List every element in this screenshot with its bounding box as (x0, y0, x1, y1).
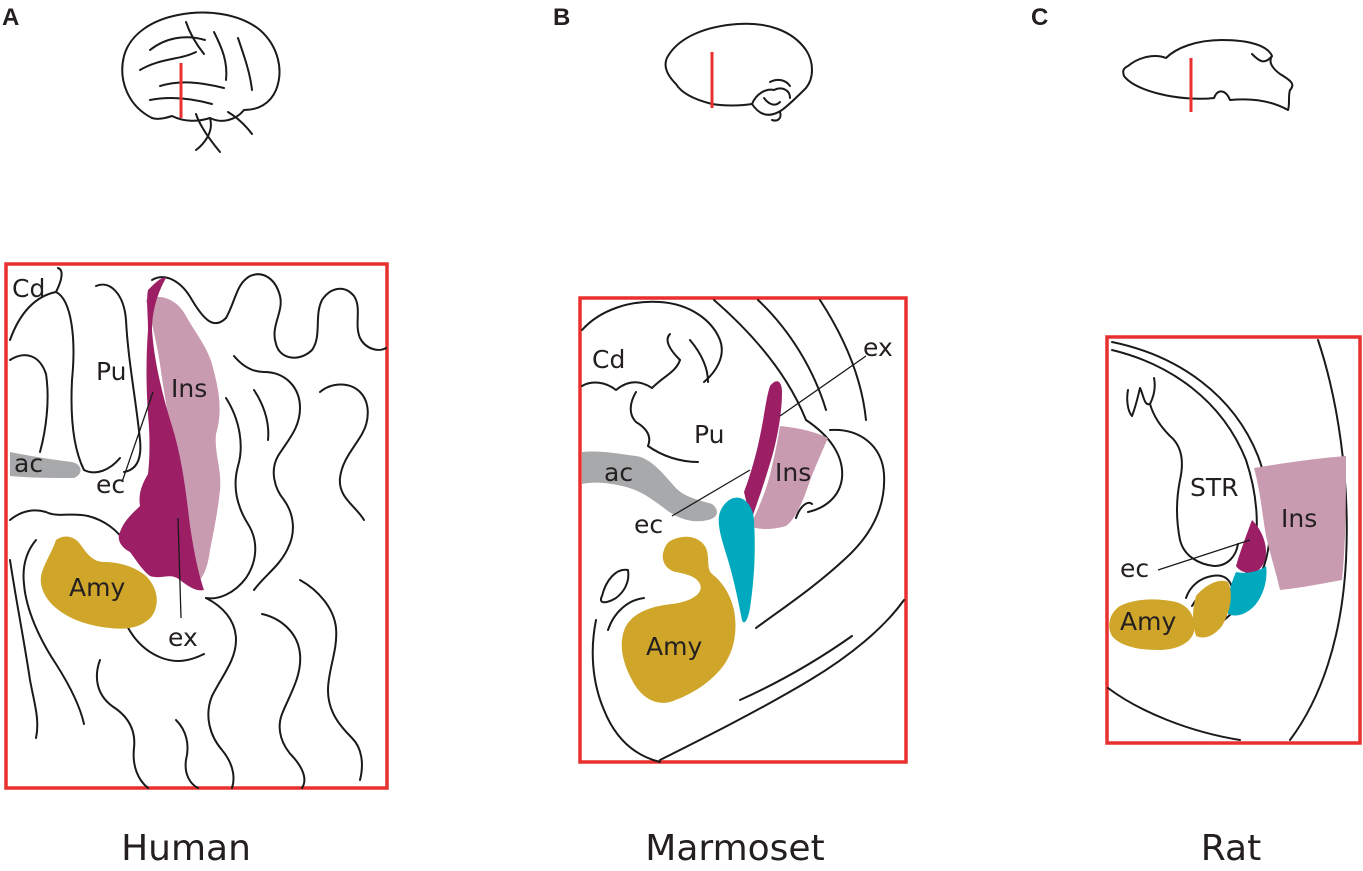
human-label-ins: Ins (171, 374, 207, 403)
species-label-human: Human (121, 828, 251, 869)
species-label-marmoset: Marmoset (645, 828, 824, 869)
marmoset-ex-leader (779, 355, 867, 417)
marmoset-brain-sketch (664, 22, 813, 122)
marmoset-label-ec: ec (634, 510, 663, 539)
rat-endopiriform (1227, 566, 1267, 616)
rat-ec-leader (1157, 539, 1251, 571)
panel-a: A (2, 4, 389, 869)
human-section-outline (9, 267, 387, 789)
marmoset-label-amy: Amy (646, 632, 702, 661)
human-amygdala (40, 536, 157, 629)
panel-b-frame (578, 296, 908, 764)
human-ec-leader (121, 391, 154, 483)
rat-brain-sketch (1122, 39, 1294, 112)
rat-amygdala-dorsal (1193, 580, 1231, 638)
human-label-pu: Pu (96, 357, 126, 386)
human-brain-sketch (121, 11, 281, 153)
marmoset-section-outline (581, 299, 905, 763)
human-label-cd: Cd (12, 274, 45, 303)
human-label-amy: Amy (69, 573, 125, 602)
species-label-rat: Rat (1201, 828, 1261, 869)
marmoset-claustrum (744, 381, 782, 518)
human-label-ec: ec (96, 470, 125, 499)
rat-label-ins: Ins (1281, 504, 1317, 533)
rat-claustrum (1236, 520, 1266, 573)
panel-a-letter: A (2, 4, 19, 31)
panel-c-frame (1105, 335, 1362, 745)
marmoset-anterior-commissure (582, 451, 717, 522)
rat-label-ec: ec (1120, 554, 1149, 583)
rat-amygdala (1109, 599, 1195, 650)
human-ex-leader (177, 517, 182, 619)
human-anterior-commissure (10, 452, 81, 478)
panel-b: B (553, 4, 908, 869)
rat-label-amy: Amy (1120, 607, 1176, 636)
panel-c: C STR Ins ec Amy Rat (1031, 4, 1362, 869)
panel-b-letter: B (553, 4, 570, 31)
marmoset-amygdala (621, 536, 736, 703)
rat-insula (1254, 456, 1346, 590)
panel-c-letter: C (1031, 4, 1048, 31)
marmoset-label-ex: ex (863, 333, 893, 362)
rat-label-str: STR (1190, 473, 1239, 502)
human-claustrum (118, 277, 204, 591)
marmoset-label-cd: Cd (592, 345, 625, 374)
marmoset-ec-leader (671, 469, 751, 517)
human-label-ex: ex (168, 623, 198, 652)
marmoset-endopiriform (718, 497, 755, 623)
marmoset-label-ins: Ins (775, 458, 811, 487)
marmoset-label-pu: Pu (694, 420, 724, 449)
human-insula (146, 296, 221, 582)
human-label-ac: ac (14, 449, 43, 478)
marmoset-label-ac: ac (604, 458, 633, 487)
marmoset-insula (750, 426, 828, 529)
